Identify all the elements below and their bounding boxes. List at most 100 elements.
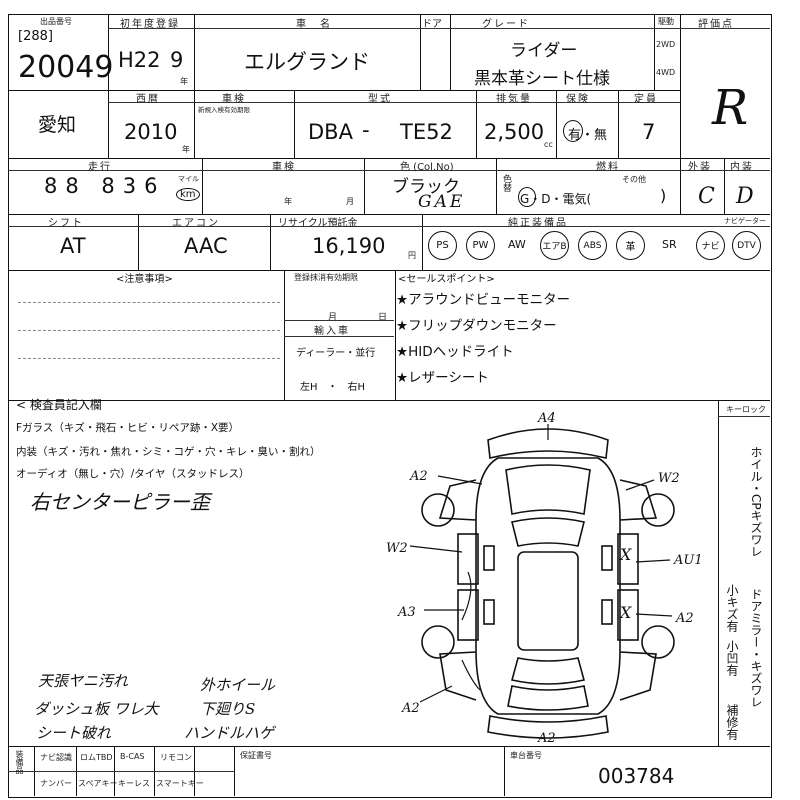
handnote-2: ダッシュ板 ワレ大 [34,700,159,718]
label-w2-top-right: W2 [658,471,680,486]
remark-text: 右センターピラー歪 [30,490,210,514]
label-x1: X [618,545,632,564]
door-label: ドア [422,19,442,30]
side-remark-1: ホイル・CPキズワレ [749,446,763,558]
footer-equipment-label: 装備品 [15,750,24,774]
left-front-wheel [421,493,455,527]
handnote-3: シート破れ [36,724,112,742]
scribble-left-body [461,659,481,691]
footer-row2-2: スペアキー [78,779,118,788]
drive-4wd: 4WD [656,68,676,77]
caution-label: <注意事項> [116,274,173,285]
mileage-value: 88 836 [44,174,166,198]
label-au1: AU1 [673,553,703,568]
year-value: 2010 [124,120,178,144]
recycle-label: リサイクル預託金 [278,218,358,229]
color-code: GAE [418,192,466,212]
footer-row1-1: ナビ認識 [40,753,72,762]
front-bumper-outline [487,428,609,459]
expiry-day: 日 [378,313,388,323]
right-front-window [601,545,613,571]
label-a2-top-left: A2 [409,469,428,484]
shift-value: AT [60,234,86,258]
leader-a2-right [635,613,673,617]
label-a4: A4 [537,411,556,426]
equipment-aw: AW [508,238,526,251]
displacement-value: 2,500 [484,120,545,144]
leader-w2-tr [625,479,655,491]
first-reg-era: H22 [118,48,161,72]
right-rear-window [601,599,613,625]
displacement-unit: cc [544,140,553,149]
color-value: ブラック [392,177,460,197]
recycle-unit: 円 [408,251,416,260]
exterior-value: C [698,184,715,209]
grade-line2: 黒本革シート仕様 [474,69,610,89]
type-dash: - [362,118,370,142]
equipment-navi: ナビ [696,231,725,260]
left-rear-door [457,589,479,641]
equipment-pw: PW [466,231,495,260]
mileage-label: 走行 [88,162,112,173]
import-label: 輸入車 [314,326,350,337]
displacement-label: 排気量 [496,94,532,105]
mileage-unit-top: マイル [178,175,199,183]
side-remark-5: 補修有 [725,704,739,740]
side-remark-2: ドアミラー・キズワレ [749,588,763,708]
label-a3: A3 [397,605,416,620]
right-front-fender [619,479,658,521]
import-dealer: ディーラー・並行 [296,348,376,359]
left-rear-fender [439,651,477,701]
seats-value: 7 [642,120,656,144]
ac-label: エアコン [172,218,220,229]
interior-value: D [736,184,754,209]
inspection-label: 車検 [222,94,246,105]
expiry-label: 登録抹消有効期限 [294,273,358,282]
footer-repair-label: 保証書号 [240,751,272,760]
first-reg-month: 9 [170,48,184,72]
color-label: 色 (Col.No) [400,162,454,173]
footer-row1-2: ロムTBD [80,753,113,762]
seats-label: 定員 [634,94,658,105]
model-name: エルグランド [244,50,370,74]
insurance-yes-circle [563,120,583,142]
leader-w2-left [409,545,463,553]
right-front-wheel [641,493,675,527]
auction-sheet: 出品番号 [288] 20049 初年度登録 H22 9 年 車 名 エルグラン… [8,14,772,798]
side-remark-4: 小凹有 [725,640,739,676]
roof-outline [517,551,579,651]
side-remark-3: 小キズ有 [725,584,739,632]
scribble-left-rear [461,571,472,621]
sales-point-2: ★フリップダウンモニター [396,318,557,334]
car-diagram: A4 A2 W2 W2 AU1 A3 A2 A2 A2 X X [386,411,703,744]
label-a2-right: A2 [675,611,694,626]
grade-line1: ライダー [510,41,578,61]
interior-label: 内装 [730,162,754,173]
ac-value: AAC [184,234,228,258]
label-w2-left: W2 [386,541,408,556]
grade-label: グレード [482,19,530,30]
drive-label: 駆動 [658,17,674,26]
fuel-value: G・D・電気( [520,192,592,206]
history-month: 月 [346,197,354,206]
right-rear-fender [619,651,657,701]
place-value: 愛知 [38,114,77,136]
left-rear-wheel [421,625,455,659]
recolor-label: 色替 [501,174,511,192]
footer-car-number-label: 車台番号 [510,751,542,760]
tailgate-outline [507,685,589,711]
left-front-fender [438,479,477,521]
score-value: R [712,80,749,136]
footer-car-number: 003784 [598,764,675,788]
leader-a2-bl [419,685,453,703]
footer-row1-4: リモコン [160,753,192,762]
type-model: TE52 [400,120,453,144]
label-a2-bottom-left: A2 [401,701,420,716]
left-rear-window [483,599,495,625]
label-x2: X [618,603,632,622]
lot-label: 出品番号 [40,17,72,26]
rear-bumper-outline [487,715,609,739]
model-label: 車 名 [296,19,332,30]
equipment-sr: SR [662,238,677,251]
history-label: 車検 [272,162,296,173]
